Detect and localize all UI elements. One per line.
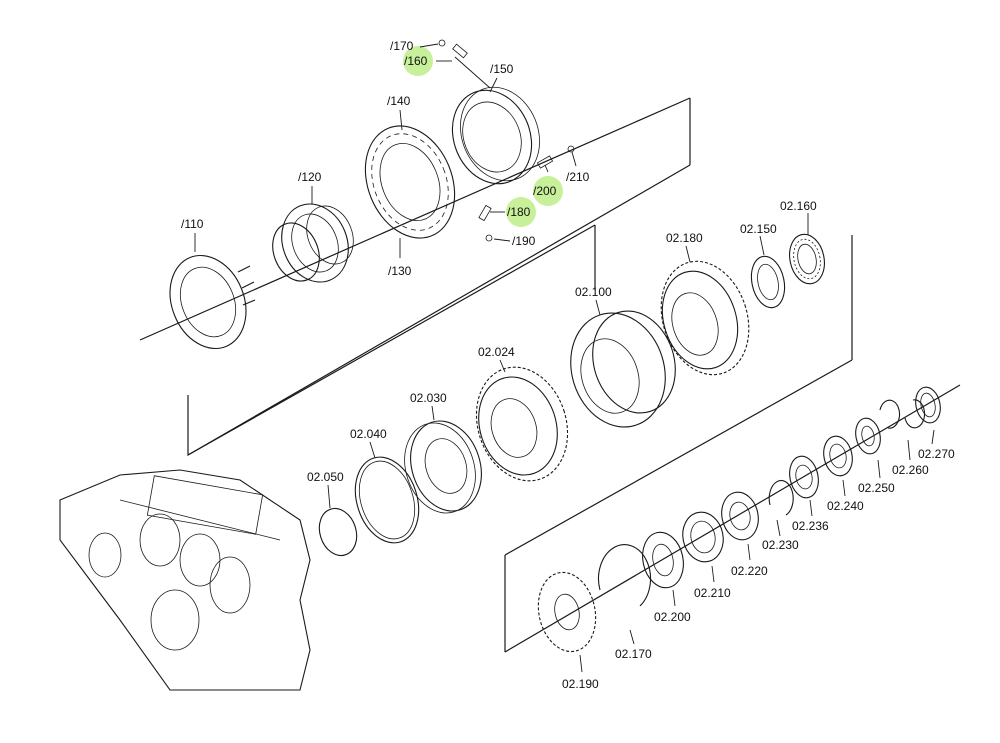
lower-shaft-parts[interactable] [531, 385, 943, 657]
label-180[interactable]: /180 [507, 205, 531, 219]
part-labels: /170 /160 /150 /140 /120 /110 /130 /200 … [181, 39, 955, 691]
leader-lines [194, 43, 935, 673]
part-110-carrier-ring[interactable] [157, 244, 260, 360]
label-02-040[interactable]: 02.040 [350, 427, 387, 441]
label-130[interactable]: /130 [388, 264, 412, 278]
part-120-spline-hub[interactable] [264, 194, 361, 292]
part-150-pressure-plate[interactable] [439, 75, 553, 195]
spring-pins[interactable] [438, 39, 575, 242]
label-02-024[interactable]: 02.024 [478, 345, 515, 359]
label-02-180[interactable]: 02.180 [666, 231, 703, 245]
part-02-180-helical-gear[interactable] [647, 250, 763, 386]
label-02-200[interactable]: 02.200 [654, 610, 691, 624]
label-02-150[interactable]: 02.150 [740, 222, 777, 236]
label-02-250[interactable]: 02.250 [858, 481, 895, 495]
label-190[interactable]: /190 [512, 234, 536, 248]
gearbox-housing [59, 469, 311, 691]
highlight-180[interactable] [506, 197, 536, 227]
label-210[interactable]: /210 [566, 170, 590, 184]
label-110[interactable]: /110 [181, 217, 204, 231]
label-150[interactable]: /150 [490, 62, 514, 76]
label-02-050[interactable]: 02.050 [307, 470, 344, 484]
label-02-030[interactable]: 02.030 [410, 391, 447, 405]
label-02-270[interactable]: 02.270 [918, 447, 955, 461]
label-02-230[interactable]: 02.230 [762, 538, 799, 552]
label-200[interactable]: /200 [533, 184, 557, 198]
part-02-030-bearing[interactable] [393, 412, 492, 523]
highlight-200[interactable] [533, 176, 563, 206]
label-140[interactable]: /140 [387, 94, 411, 108]
part-02-100-carrier-drum[interactable] [556, 300, 688, 439]
part-02-040-o-ring[interactable] [345, 449, 429, 551]
assembly-frame [139, 97, 961, 653]
label-02-220[interactable]: 02.220 [731, 564, 768, 578]
label-120[interactable]: /120 [298, 170, 322, 184]
label-02-240[interactable]: 02.240 [827, 499, 864, 513]
label-160[interactable]: /160 [404, 54, 428, 68]
label-02-160[interactable]: 02.160 [780, 199, 817, 213]
label-02-170[interactable]: 02.170 [615, 647, 652, 661]
highlight-160[interactable] [403, 46, 433, 76]
part-02-160-thrust-bearing[interactable] [785, 231, 829, 287]
part-140-friction-disc[interactable] [349, 112, 470, 251]
label-170[interactable]: /170 [390, 39, 414, 53]
label-02-190[interactable]: 02.190 [562, 677, 599, 691]
part-02-150-washer[interactable] [747, 253, 789, 311]
part-02-024-gear[interactable] [462, 355, 582, 493]
label-02-236[interactable]: 02.236 [792, 519, 829, 533]
label-02-100[interactable]: 02.100 [575, 285, 612, 299]
label-02-210[interactable]: 02.210 [694, 586, 731, 600]
part-02-050-snap-ring[interactable] [313, 504, 362, 561]
label-02-260[interactable]: 02.260 [892, 463, 929, 477]
